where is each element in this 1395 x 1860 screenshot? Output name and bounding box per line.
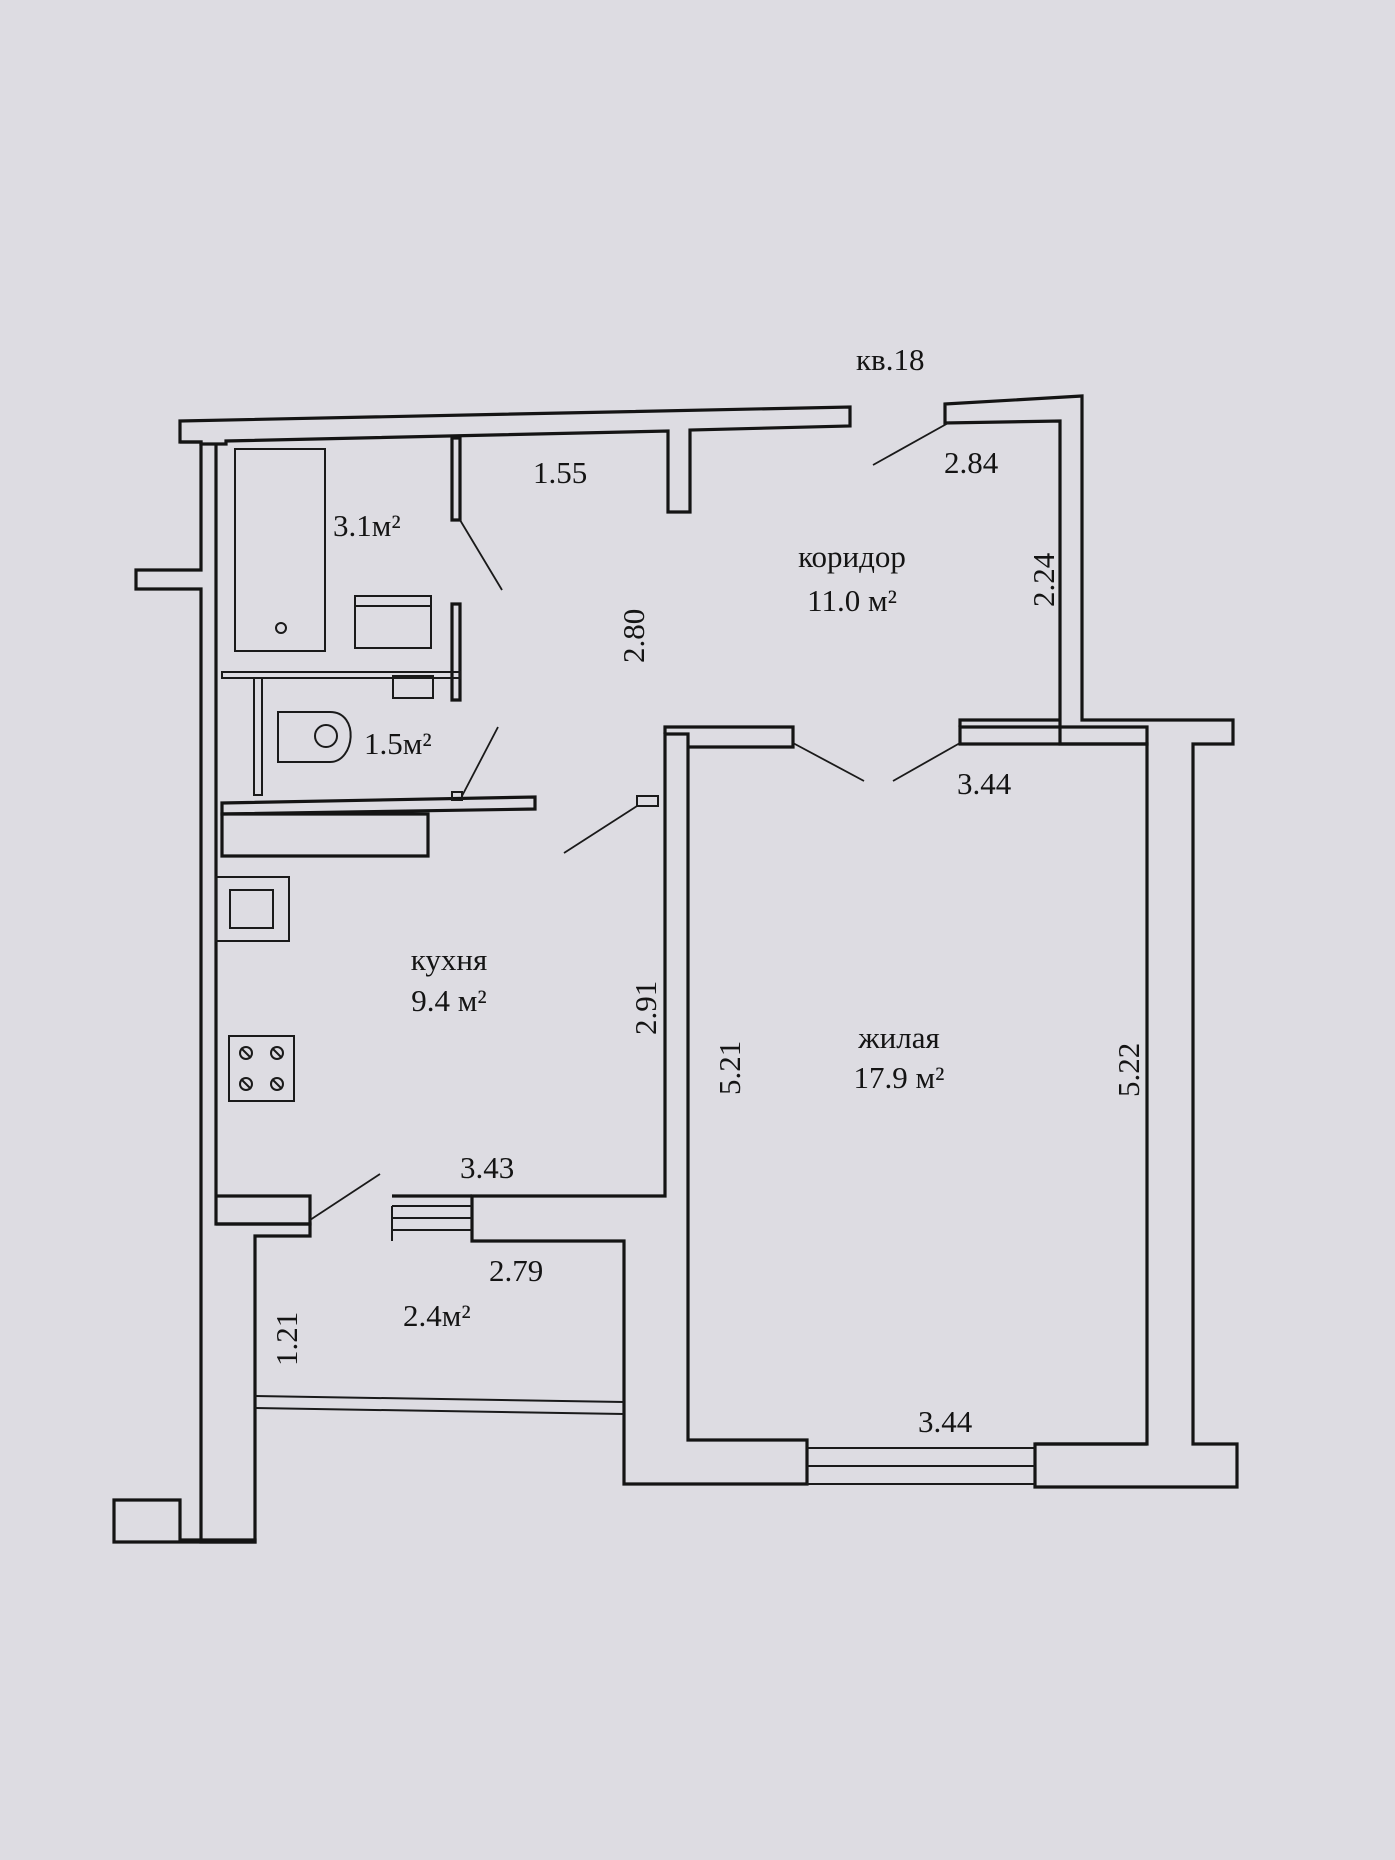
- door-balcony: [309, 1173, 381, 1221]
- wall-top: [178, 405, 852, 514]
- kitchen-area: 9.4 м²: [411, 983, 486, 1018]
- dimension-2-79: 2.79: [489, 1253, 543, 1288]
- burner-mark: [240, 1047, 283, 1090]
- burner: [270, 1077, 284, 1091]
- partition-toilet-kitchen: [220, 795, 537, 816]
- burner: [239, 1046, 253, 1060]
- dimension-3-44-top: 3.44: [957, 766, 1012, 801]
- corridor-area: 11.0 м²: [807, 583, 897, 618]
- living-area: 17.9 м²: [854, 1060, 945, 1095]
- bathtub-drain: [275, 622, 287, 634]
- burner: [270, 1046, 284, 1060]
- wall-kitchen-bottom-right: [470, 732, 809, 1486]
- toilet-area: 1.5м²: [364, 726, 432, 761]
- dimension-2-24: 2.24: [1026, 552, 1061, 607]
- dimension-5-21: 5.21: [712, 1041, 747, 1095]
- partition-toilet-left: [253, 677, 263, 796]
- fixtures: [215, 448, 1035, 1485]
- dimension-2-80: 2.80: [616, 609, 651, 663]
- partition-kitchen-block: [220, 812, 430, 858]
- wall-corridor-bottom-right: [958, 718, 1060, 727]
- doors: [309, 421, 961, 1221]
- stove-burners: [239, 1046, 284, 1091]
- wall-top-right: [943, 394, 1239, 1489]
- stove: [228, 1035, 295, 1102]
- door-living-right: [892, 742, 961, 782]
- balcony-rail: [254, 1395, 625, 1415]
- partition-bath-toilet: [221, 671, 461, 679]
- door-living-left: [792, 742, 865, 782]
- toilet-cabinet: [392, 675, 434, 699]
- door-kitchen: [563, 805, 638, 854]
- bathtub: [234, 448, 326, 652]
- apartment-number: кв.18: [856, 342, 924, 377]
- bathroom-area: 3.1м²: [333, 508, 401, 543]
- door-stop-toilet: [451, 791, 463, 801]
- walls: [112, 394, 1239, 1544]
- dimension-3-43: 3.43: [460, 1150, 514, 1185]
- bathroom-cabinet-top: [354, 596, 431, 646]
- wall-left: [134, 440, 312, 1544]
- toilet-bowl: [277, 711, 352, 763]
- door-bathroom: [459, 519, 503, 591]
- window-balcony: [391, 1205, 472, 1241]
- wall-living-top-right: [958, 725, 1149, 746]
- wall-left-bottom: [112, 1498, 257, 1544]
- corridor-name: коридор: [798, 539, 906, 574]
- kitchen-sink: [215, 876, 290, 942]
- living-name: жилая: [857, 1020, 940, 1055]
- door-stop-kitchen: [636, 795, 659, 807]
- labels: кв.18 3.1м² 1.5м² коридор 11.0 м² кухня …: [269, 342, 1146, 1439]
- wall-living-left: [663, 725, 795, 749]
- door-entrance: [872, 421, 951, 466]
- toilet-seat: [314, 724, 338, 748]
- dimension-3-44-bottom: 3.44: [918, 1404, 973, 1439]
- kitchen-sink-basin: [229, 889, 274, 929]
- balcony-area: 2.4м²: [403, 1298, 471, 1333]
- dimension-2-91: 2.91: [628, 981, 663, 1035]
- dimension-5-22: 5.22: [1111, 1043, 1146, 1097]
- bathroom-cabinet: [354, 595, 432, 649]
- kitchen-name: кухня: [411, 942, 487, 977]
- dimension-1-21: 1.21: [269, 1312, 304, 1366]
- partition-bath-lower: [450, 602, 462, 702]
- partitions: [220, 436, 659, 858]
- burner: [239, 1077, 253, 1091]
- dimension-1-55: 1.55: [533, 455, 587, 490]
- dimension-2-84: 2.84: [944, 445, 999, 480]
- wall-kitchen-bottom: [216, 1194, 312, 1226]
- window-living: [807, 1447, 1035, 1485]
- partition-bath-upper: [450, 436, 462, 522]
- door-toilet: [461, 726, 499, 797]
